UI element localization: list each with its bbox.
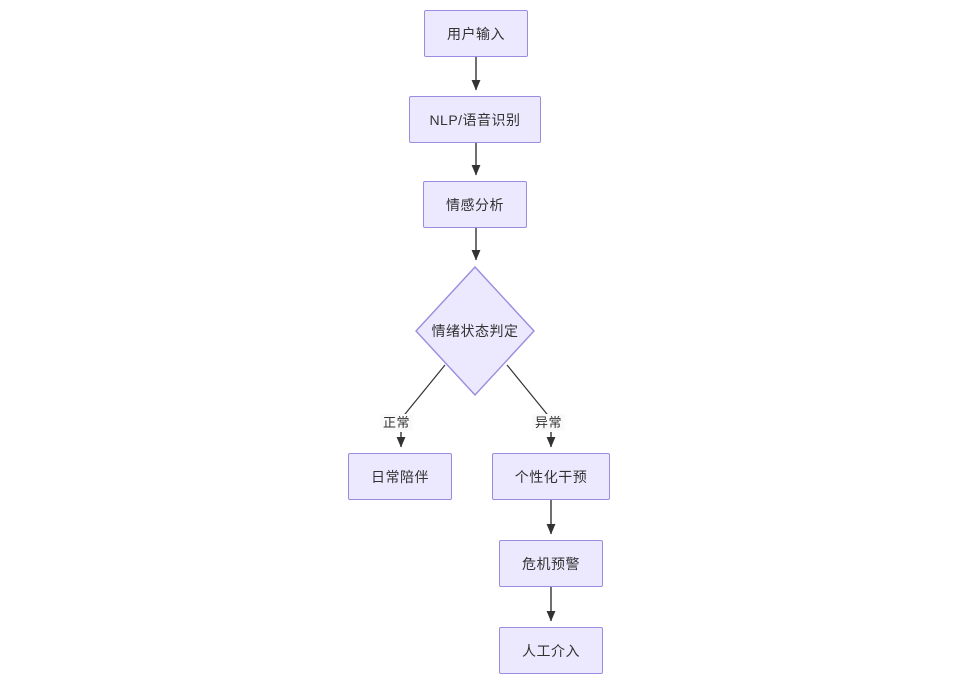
node-personalized-intervention[interactable]: 个性化干预	[492, 453, 610, 500]
node-human-intervention[interactable]: 人工介入	[499, 627, 603, 674]
node-human-intervention-label: 人工介入	[522, 642, 580, 659]
node-crisis-alert-label: 危机预警	[522, 555, 580, 572]
node-user-input[interactable]: 用户输入	[424, 10, 528, 57]
diamond-shape	[415, 266, 535, 396]
node-nlp-speech-recognition-label: NLP/语音识别	[429, 111, 521, 128]
node-sentiment-analysis-label: 情感分析	[446, 196, 504, 213]
node-sentiment-analysis[interactable]: 情感分析	[423, 181, 527, 228]
node-emotion-state-decision[interactable]: 情绪状态判定	[415, 266, 535, 396]
node-nlp-speech-recognition[interactable]: NLP/语音识别	[409, 96, 541, 143]
node-daily-companionship[interactable]: 日常陪伴	[348, 453, 452, 500]
edge-decision-to-personal-intervention	[506, 364, 556, 448]
node-daily-companionship-label: 日常陪伴	[371, 468, 429, 485]
node-crisis-alert[interactable]: 危机预警	[499, 540, 603, 587]
edge-label-normal: 正常	[380, 414, 414, 431]
node-personalized-intervention-label: 个性化干预	[514, 468, 588, 485]
edge-decision-to-daily-companion	[396, 364, 446, 448]
node-user-input-label: 用户输入	[447, 25, 505, 42]
edge-label-abnormal: 异常	[532, 414, 566, 431]
